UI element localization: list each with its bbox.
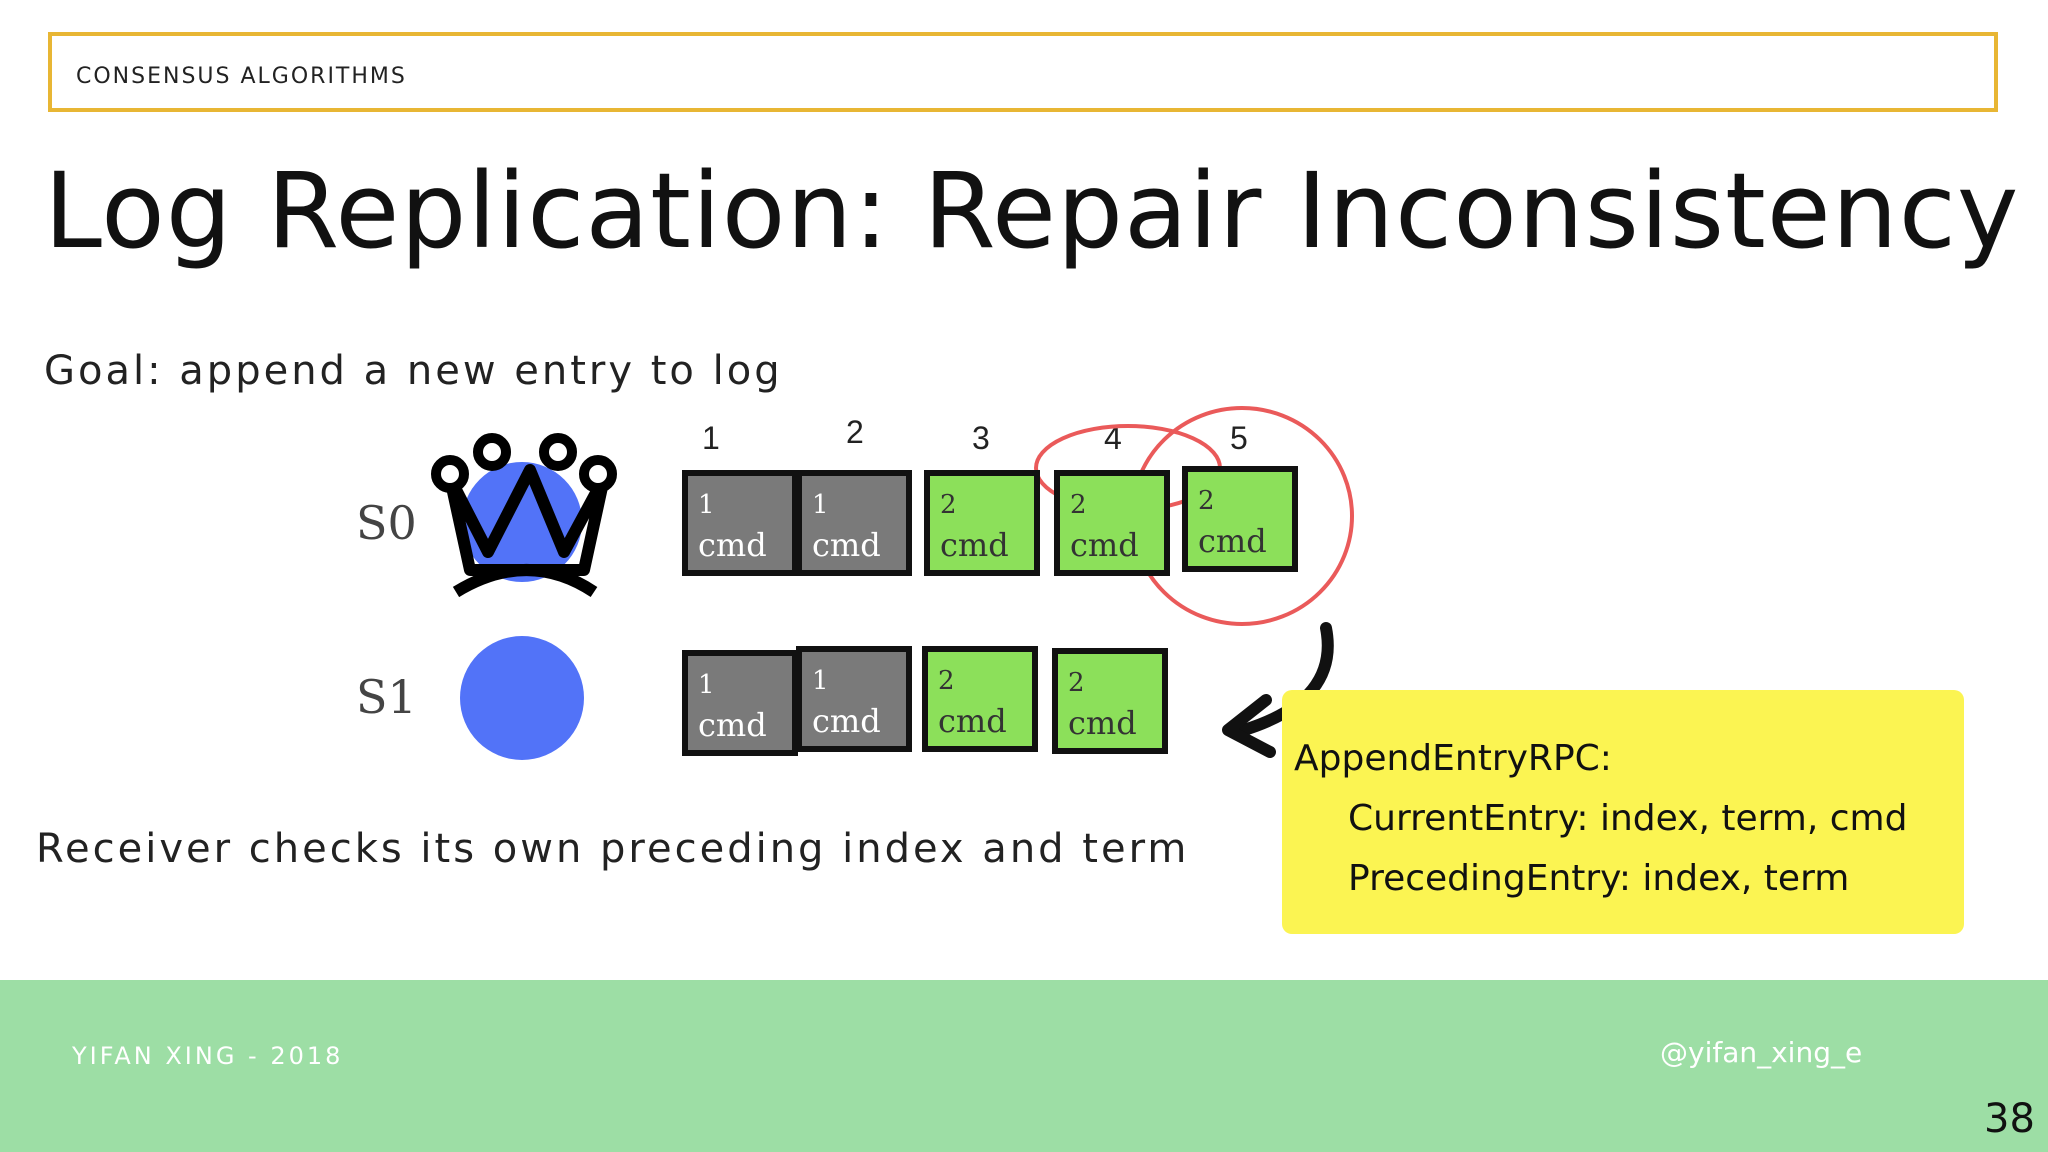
entry-cmd: cmd: [1070, 526, 1139, 564]
entry-cmd: cmd: [938, 702, 1007, 740]
entry-term: 2: [1070, 490, 1087, 520]
entry-term: 1: [698, 490, 715, 520]
section-label: CONSENSUS ALGORITHMS: [76, 64, 407, 89]
log-entry: 2 cmd: [924, 470, 1040, 576]
crown-jewel-left: [431, 455, 469, 493]
crown-base: [452, 564, 598, 598]
index-label-2: 2: [846, 414, 864, 450]
entry-term: 2: [940, 490, 957, 520]
server-label-s0: S0: [356, 496, 417, 550]
entry-cmd: cmd: [698, 526, 767, 564]
log-entry: 2 cmd: [1052, 648, 1168, 754]
slide-title: Log Replication: Repair Inconsistency: [44, 150, 2020, 272]
server-label-s1: S1: [356, 670, 417, 724]
crown-jewel-center-right: [539, 433, 577, 471]
entry-cmd: cmd: [812, 526, 881, 564]
entry-cmd: cmd: [940, 526, 1009, 564]
section-header: CONSENSUS ALGORITHMS: [48, 32, 1998, 112]
entry-cmd: cmd: [812, 702, 881, 740]
entry-term: 2: [938, 666, 955, 696]
entry-term: 1: [812, 666, 829, 696]
log-entry: 1 cmd: [796, 470, 912, 576]
rpc-preceding-entry: PrecedingEntry: index, term: [1348, 858, 1850, 899]
index-label-5: 5: [1230, 420, 1248, 456]
rpc-title: AppendEntryRPC:: [1294, 738, 1612, 779]
server-node-s1: [460, 636, 584, 760]
entry-cmd: cmd: [698, 706, 767, 744]
entry-term: 1: [812, 490, 829, 520]
index-label-3: 3: [972, 420, 990, 456]
log-entry: 1 cmd: [682, 470, 798, 576]
goal-text: Goal: append a new entry to log: [44, 348, 783, 394]
crown-jewel-right: [579, 455, 617, 493]
footer-author: YIFAN XING - 2018: [72, 1042, 344, 1070]
entry-term: 1: [698, 670, 715, 700]
rpc-current-entry: CurrentEntry: index, term, cmd: [1348, 798, 1908, 839]
log-entry: 2 cmd: [922, 646, 1038, 752]
crown-jewel-center-left: [473, 433, 511, 471]
arrow-head-icon: [1222, 694, 1276, 758]
index-label-1: 1: [702, 420, 720, 456]
entry-cmd: cmd: [1198, 522, 1267, 560]
arrow-shaft: [1238, 622, 1334, 736]
rpc-note: AppendEntryRPC: CurrentEntry: index, ter…: [1282, 690, 1964, 934]
entry-term: 2: [1198, 486, 1215, 516]
log-entry: 2 cmd: [1054, 470, 1170, 576]
log-entry: 2 cmd: [1182, 466, 1298, 572]
log-entry: 1 cmd: [682, 650, 798, 756]
index-label-4: 4: [1104, 420, 1122, 456]
entry-term: 2: [1068, 668, 1085, 698]
page-number: 38: [1984, 1096, 2035, 1142]
log-entry: 1 cmd: [796, 646, 912, 752]
entry-cmd: cmd: [1068, 704, 1137, 742]
footer: YIFAN XING - 2018 @yifan_xing_e: [0, 980, 2048, 1152]
footer-handle: @yifan_xing_e: [1660, 1036, 1863, 1069]
receiver-note: Receiver checks its own preceding index …: [36, 826, 1190, 872]
